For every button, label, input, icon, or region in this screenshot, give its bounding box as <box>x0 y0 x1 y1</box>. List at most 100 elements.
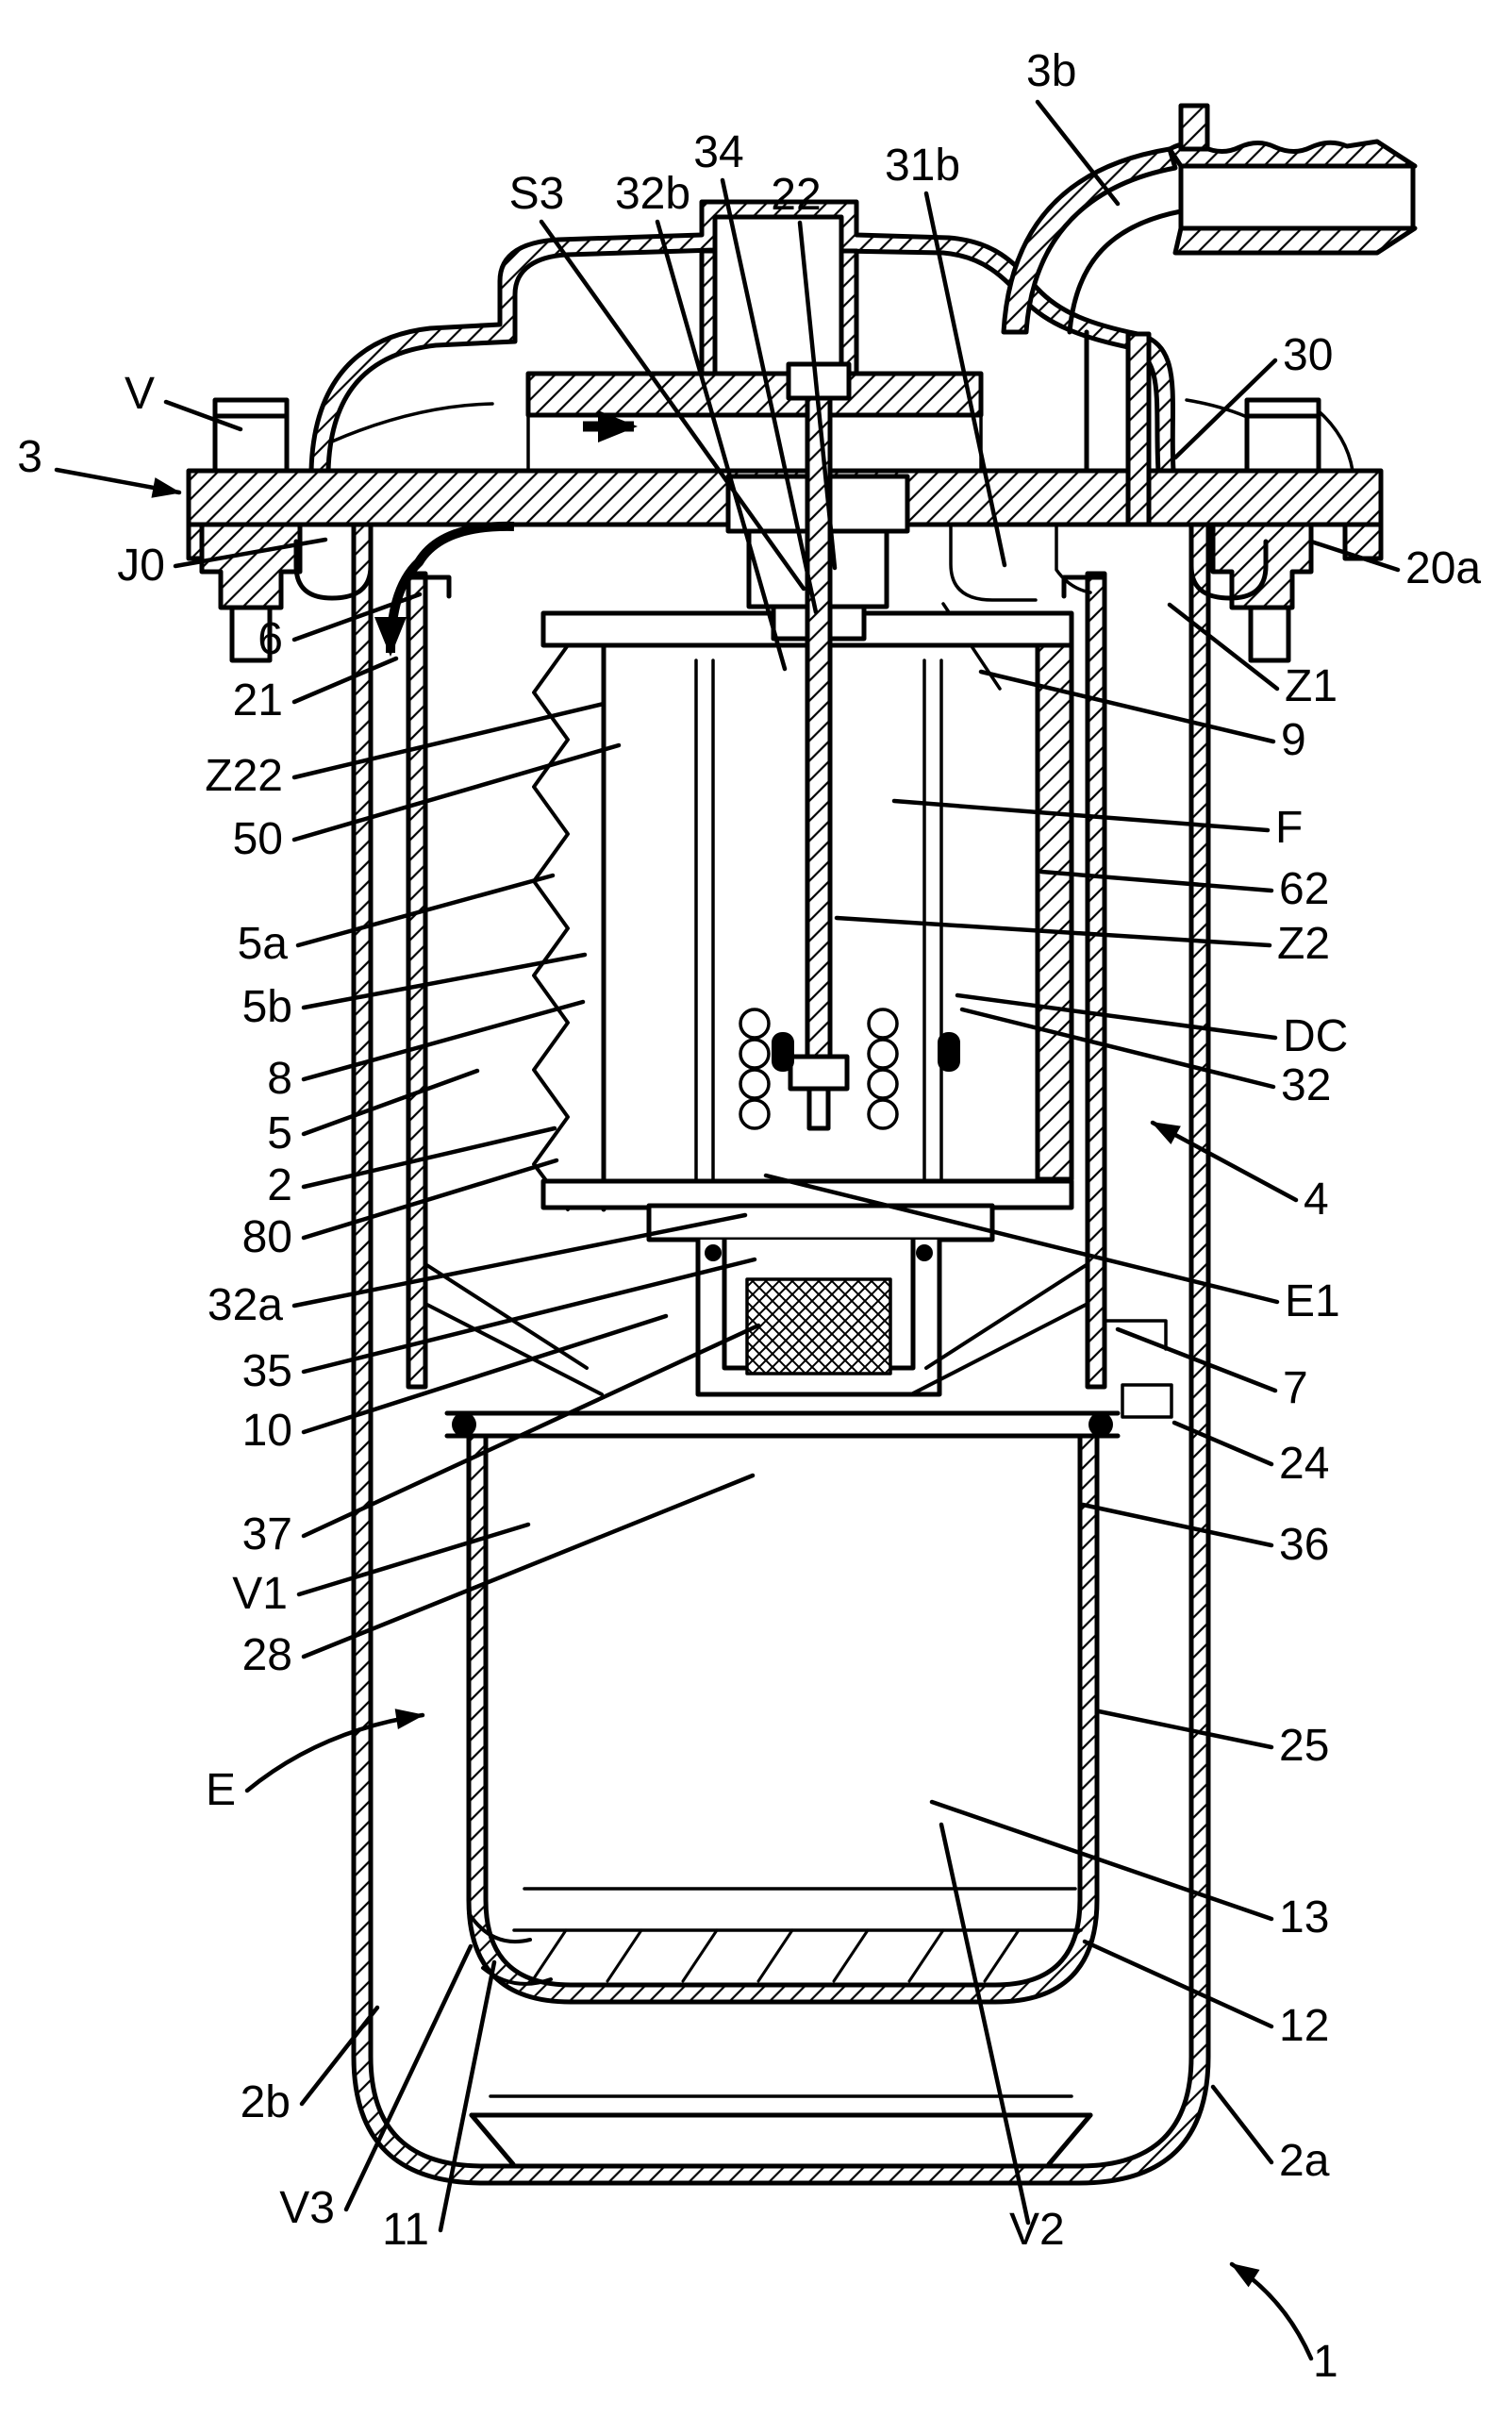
leader-line-35 <box>301 1257 757 1375</box>
ref-label-2b: 2b <box>241 2077 291 2127</box>
ref-label-6: 6 <box>258 614 283 664</box>
ref-label-37: 37 <box>242 1509 292 1559</box>
ref-label-V3: V3 <box>279 2183 335 2233</box>
leader-line-12 <box>1082 1939 1274 2029</box>
leader-line-22 <box>797 220 838 571</box>
ref-label-80: 80 <box>242 1212 292 1262</box>
ref-label-E1: E1 <box>1285 1276 1340 1326</box>
ref-label-11: 11 <box>382 2205 429 2255</box>
leader-arrow-3 <box>54 467 182 498</box>
ref-label-Z1: Z1 <box>1285 661 1338 711</box>
leader-line-30 <box>1172 358 1278 460</box>
leader-line-V <box>163 399 243 432</box>
ref-label-35: 35 <box>242 1346 292 1396</box>
seal-ring-left <box>772 1032 794 1072</box>
ref-label-30: 30 <box>1283 330 1333 380</box>
leader-line-32 <box>959 1007 1276 1090</box>
seal-ring-right <box>938 1032 960 1072</box>
ref-label-2a: 2a <box>1279 2136 1330 2186</box>
ref-label-32a: 32a <box>208 1280 283 1330</box>
ref-label-22: 22 <box>771 170 821 220</box>
bowl-oring-right <box>1088 1412 1113 1437</box>
leader-line-32b <box>655 219 788 672</box>
ref-label-10: 10 <box>242 1406 292 1456</box>
inner-liner <box>406 523 1107 1390</box>
leader-arrow-E <box>244 1709 425 1793</box>
leader-line-50 <box>291 742 622 842</box>
leader-line-24 <box>1171 1420 1274 1467</box>
leader-line-80 <box>301 1158 559 1241</box>
ref-label-24: 24 <box>1279 1439 1329 1489</box>
leader-line-E1 <box>763 1173 1280 1305</box>
ref-label-3: 3 <box>17 432 42 482</box>
leader-line-F <box>891 798 1271 833</box>
leader-line-7 <box>1115 1326 1278 1393</box>
leader-line-Z1 <box>1167 602 1280 692</box>
leader-line-20a <box>1308 539 1401 573</box>
ref-label-4: 4 <box>1304 1175 1329 1225</box>
ref-label-62: 62 <box>1279 864 1329 914</box>
ref-label-36: 36 <box>1279 1520 1329 1570</box>
ref-label-5a: 5a <box>238 919 289 969</box>
lower-valve-assembly <box>646 1203 995 1397</box>
support-cone <box>424 1262 1173 1439</box>
filter-pleats <box>532 643 570 1211</box>
leader-line-62 <box>1038 869 1274 893</box>
leader-line-25 <box>1096 1709 1274 1750</box>
leader-line-3b <box>1035 99 1121 207</box>
leader-line-9 <box>978 669 1276 744</box>
valve-spring-mesh <box>745 1277 892 1375</box>
ref-label-25: 25 <box>1279 1721 1329 1771</box>
bolt-left <box>199 397 303 663</box>
leader-line-13 <box>929 1799 1274 1922</box>
leader-line-V3 <box>343 1943 474 2212</box>
ref-label-V1: V1 <box>232 1569 288 1619</box>
cross-section-artwork <box>186 103 1418 2186</box>
leader-line-Z22 <box>291 701 606 780</box>
leader-line-32a <box>291 1212 748 1309</box>
leader-line-5b <box>301 952 588 1010</box>
flow-arrows <box>374 410 638 657</box>
leader-line-2a <box>1210 2084 1274 2165</box>
leader-line-31b <box>923 191 1007 568</box>
leader-line-2 <box>301 1125 557 1190</box>
outlet-elbow-barb <box>1001 103 1418 527</box>
bowl-bottom-ribs <box>530 1928 1021 1983</box>
ref-label-50: 50 <box>233 814 283 864</box>
leader-line-21 <box>291 656 399 705</box>
leader-line-V1 <box>296 1522 531 1597</box>
leader-line-34 <box>720 177 819 615</box>
leader-arrow-4 <box>1150 1120 1299 1203</box>
ref-label-E: E <box>206 1765 236 1815</box>
leader-line-J0 <box>173 537 328 569</box>
outer-housing <box>293 522 1269 2186</box>
ref-label-32: 32 <box>1281 1060 1331 1110</box>
collection-bowl <box>466 1433 1100 2005</box>
leader-line-28 <box>301 1473 756 1659</box>
ref-label-J0: J0 <box>117 541 165 591</box>
ref-label-V2: V2 <box>1009 2205 1065 2255</box>
ref-label-DC: DC <box>1283 1011 1348 1061</box>
ref-label-9: 9 <box>1281 715 1306 765</box>
leader-line-5a <box>295 873 556 948</box>
leader-line-V2 <box>939 1822 1031 2226</box>
leader-line-37 <box>301 1323 761 1539</box>
leader-line-Z2 <box>834 915 1272 948</box>
ref-label-2: 2 <box>267 1160 292 1210</box>
ref-label-13: 13 <box>1279 1892 1329 1942</box>
ref-label-S3: S3 <box>509 169 565 219</box>
leader-line-6 <box>291 592 423 642</box>
ref-label-34: 34 <box>693 127 743 177</box>
leader-line-8 <box>301 999 586 1082</box>
leader-line-S3 <box>539 219 806 592</box>
ref-label-20a: 20a <box>1405 543 1481 593</box>
ref-label-31b: 31b <box>885 141 960 191</box>
ref-label-V: V <box>125 369 155 419</box>
ref-label-Z22: Z22 <box>205 751 283 801</box>
central-shaft <box>786 361 852 1131</box>
ref-label-7: 7 <box>1283 1363 1308 1413</box>
leader-lines <box>54 99 1401 2361</box>
